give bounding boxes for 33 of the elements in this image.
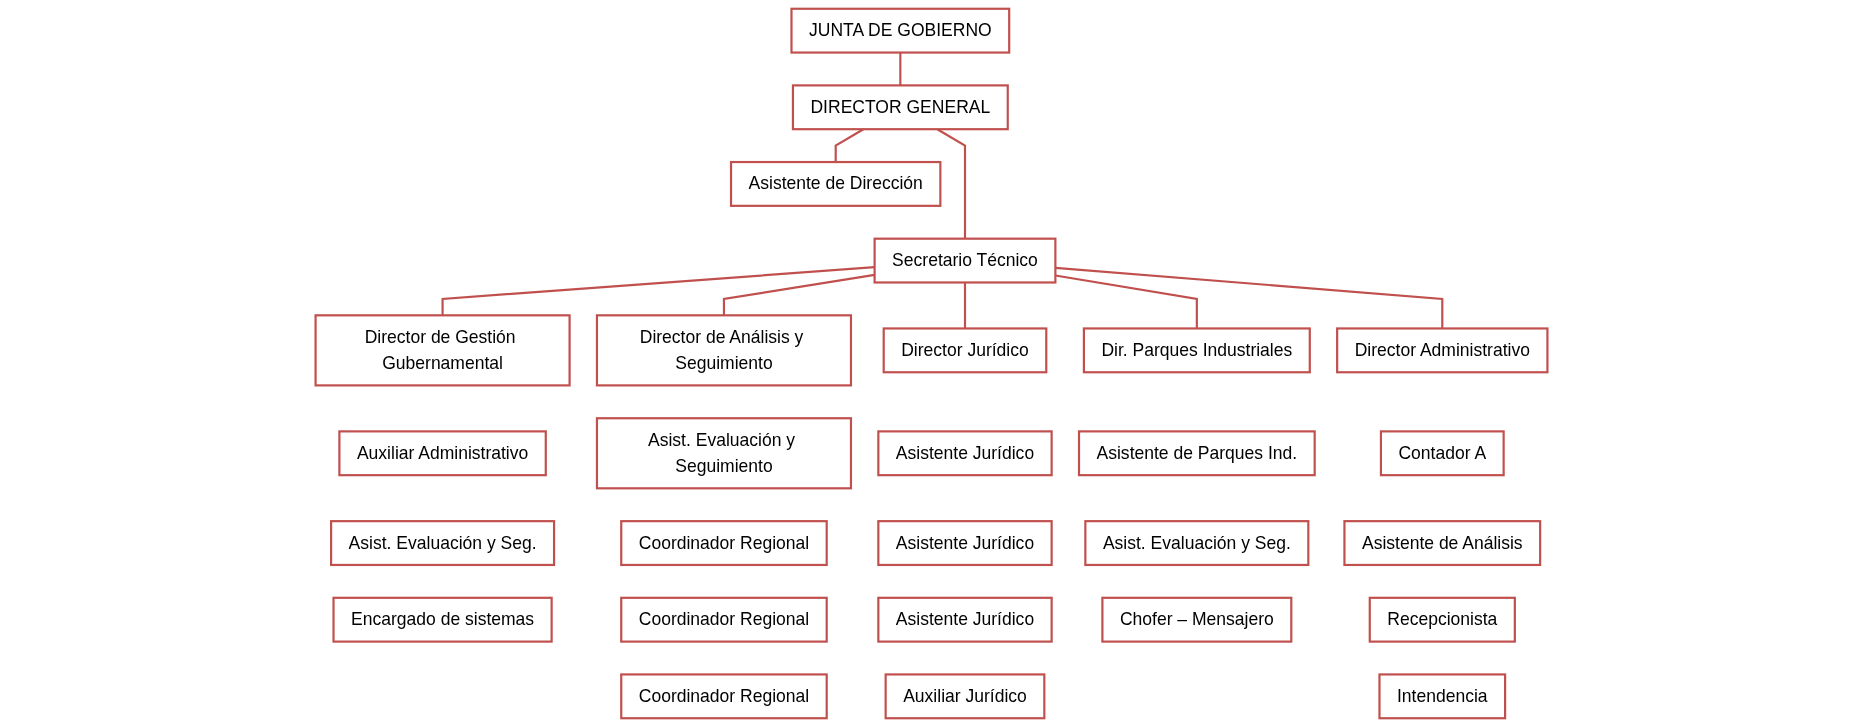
node-box: Asist. Evaluación y Seguimiento	[595, 417, 853, 490]
node-box: Dir. Parques Industriales	[1082, 327, 1311, 374]
node-box: Director Jurídico	[882, 327, 1048, 374]
connector	[722, 273, 875, 316]
node-box: Coordinador Regional	[620, 673, 828, 720]
node-box: Asistente Jurídico	[877, 520, 1053, 567]
node-box: Asistente Jurídico	[877, 430, 1053, 477]
node-box: Chofer – Mensajero	[1101, 596, 1293, 643]
node-box: Asistente de Parques Ind.	[1077, 430, 1316, 477]
node-box: Director de Análisis y Seguimiento	[595, 314, 853, 387]
connector	[1055, 274, 1198, 329]
node-box: Asistente de Dirección	[729, 160, 942, 207]
node-box: Coordinador Regional	[620, 520, 828, 567]
node-box: Secretario Técnico	[873, 237, 1057, 284]
node-box: Coordinador Regional	[620, 596, 828, 643]
node-box: Director de Gestión Gubernamental	[314, 314, 571, 387]
node-box: Director Administrativo	[1336, 327, 1549, 374]
node-box: Intendencia	[1378, 673, 1507, 720]
connector	[899, 52, 902, 86]
node-box: Auxiliar Administrativo	[338, 430, 547, 477]
node-box: Encargado de sistemas	[332, 596, 553, 643]
connector	[441, 266, 875, 316]
node-box: Recepcionista	[1368, 596, 1516, 643]
connector	[963, 282, 967, 329]
node-box: Contador A	[1379, 430, 1505, 477]
node-box: JUNTA DE GOBIERNO	[790, 7, 1011, 54]
node-box: Asist. Evaluación y Seg.	[330, 520, 556, 567]
node-box: Asist. Evaluación y Seg.	[1084, 520, 1310, 567]
node-box: Auxiliar Jurídico	[884, 673, 1046, 720]
node-box: Asistente Jurídico	[877, 596, 1053, 643]
connector	[1055, 266, 1444, 329]
node-box: DIRECTOR GENERAL	[791, 84, 1009, 131]
node-box: Asistente de Análisis	[1343, 520, 1542, 567]
